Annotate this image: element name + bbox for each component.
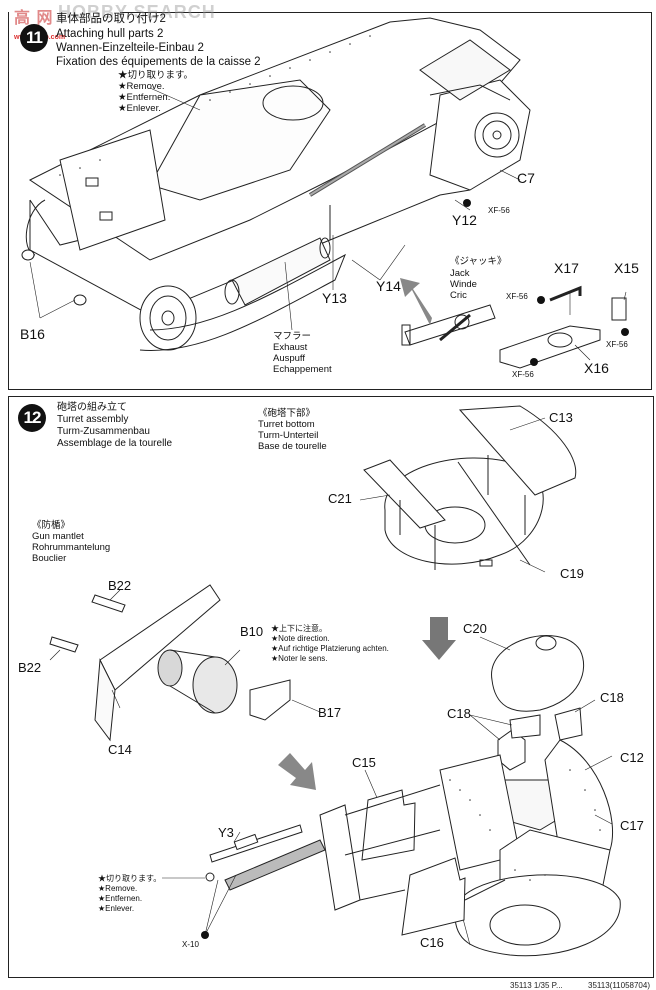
part-label-y12: Y12 — [452, 212, 477, 228]
part-label-c7: C7 — [517, 170, 535, 186]
step-12-title-en: Turret assembly — [57, 414, 129, 425]
direction-note-de: ★Auf richtige Platzierung achten. — [271, 644, 389, 653]
step-11-remove-note-jp: ★切り取ります。 — [118, 70, 194, 81]
part-label-c17: C17 — [620, 818, 644, 833]
hull-assembly-drawing — [21, 17, 629, 369]
gun-remove-note-en: ★Remove. — [98, 884, 138, 893]
part-label-b22-top: B22 — [108, 578, 132, 593]
step-12-title-de: Turm-Zusammenbau — [57, 426, 150, 437]
gun-remove-note-jp: ★切り取ります。 — [98, 874, 162, 883]
part-label-c19: C19 — [560, 566, 584, 581]
part-label-x15: X15 — [614, 260, 639, 276]
paint-code-xf56-a: XF-56 — [488, 206, 510, 215]
part-label-y3: Y3 — [218, 825, 234, 840]
part-label-b17: B17 — [318, 705, 342, 720]
step-12-title-jp: 砲塔の組み立て — [57, 402, 127, 413]
part-label-c15: C15 — [352, 755, 376, 770]
jack-note-jp: 《ジャッキ》 — [450, 256, 507, 267]
watermark-logo: 高 网 — [14, 10, 54, 27]
footer-code-left: 35113 1/35 P... — [510, 981, 563, 990]
paint-code-x10: X-10 — [182, 940, 199, 949]
step-12-number-badge: 12 — [18, 404, 46, 432]
step-11-remove-note-fr: ★Enlever. — [118, 103, 161, 114]
paint-code-xf56-b: XF-56 — [506, 292, 528, 301]
part-label-y13: Y13 — [322, 290, 347, 306]
mantlet-note-jp: 《防楯》 — [32, 520, 71, 531]
paint-code-xf56-c: XF-56 — [606, 340, 628, 349]
step-11-panel-top-border — [120, 12, 652, 13]
step-11-remove-note-en: ★Remove. — [118, 81, 165, 92]
step-11-number-badge: 11 — [20, 24, 48, 52]
part-label-y14: Y14 — [376, 278, 401, 294]
part-label-c21: C21 — [328, 491, 352, 506]
jack-note-de: Winde — [450, 279, 477, 290]
part-label-c12: C12 — [620, 750, 644, 765]
part-label-b22-bottom: B22 — [18, 660, 42, 675]
paint-code-xf56-d: XF-56 — [512, 370, 534, 379]
jack-note-en: Jack — [450, 268, 470, 279]
part-label-x16: X16 — [584, 360, 609, 376]
part-label-c16: C16 — [420, 935, 444, 950]
jack-note-fr: Cric — [450, 290, 467, 301]
part-label-c13: C13 — [549, 410, 573, 425]
exhaust-note-en: Exhaust — [273, 342, 308, 353]
part-label-c18-right: C18 — [600, 690, 624, 705]
part-label-c14: C14 — [108, 742, 132, 757]
exhaust-note-jp: マフラー — [273, 331, 312, 342]
part-label-c18-left: C18 — [447, 706, 471, 721]
part-label-c20: C20 — [463, 621, 487, 636]
exhaust-note-fr: Echappement — [273, 364, 332, 375]
part-label-b16: B16 — [20, 326, 45, 342]
footer-code-right: 35113(11058704) — [588, 981, 650, 990]
turret-bottom-note-jp: 《砲塔下部》 — [258, 408, 316, 419]
mantlet-note-en: Gun mantlet — [32, 531, 84, 542]
gun-remove-note-de: ★Entfernen. — [98, 894, 143, 903]
mantlet-note-de: Rohrummantelung — [32, 542, 111, 553]
exhaust-note-de: Auspuff — [273, 353, 306, 364]
step-11-title-fr: Fixation des équipements de la caisse 2 — [56, 56, 261, 68]
direction-note-jp: ★上下に注意。 — [271, 624, 327, 633]
part-label-x17: X17 — [554, 260, 579, 276]
watermark-search: HOBBY SEARCH — [58, 2, 216, 22]
direction-note-fr: ★Noter le sens. — [271, 654, 328, 663]
step-11-title-en: Attaching hull parts 2 — [56, 28, 164, 40]
turret-bottom-note-en: Turret bottom — [258, 419, 315, 430]
part-label-b10: B10 — [240, 624, 264, 639]
mantlet-note-fr: Bouclier — [32, 553, 67, 564]
turret-bottom-note-de: Turm-Unterteil — [258, 430, 319, 441]
step-11-remove-note-de: ★Entfernen. — [118, 92, 171, 103]
step-11-title-de: Wannen-Einzelteile-Einbau 2 — [56, 42, 204, 54]
direction-note-en: ★Note direction. — [271, 634, 330, 643]
step-11-title-jp: 車体部品の取り付け2 — [56, 13, 166, 25]
step-12-title-fr: Assemblage de la tourelle — [57, 438, 173, 449]
gun-remove-note-fr: ★Enlever. — [98, 904, 135, 913]
turret-bottom-note-fr: Base de tourelle — [258, 441, 327, 452]
